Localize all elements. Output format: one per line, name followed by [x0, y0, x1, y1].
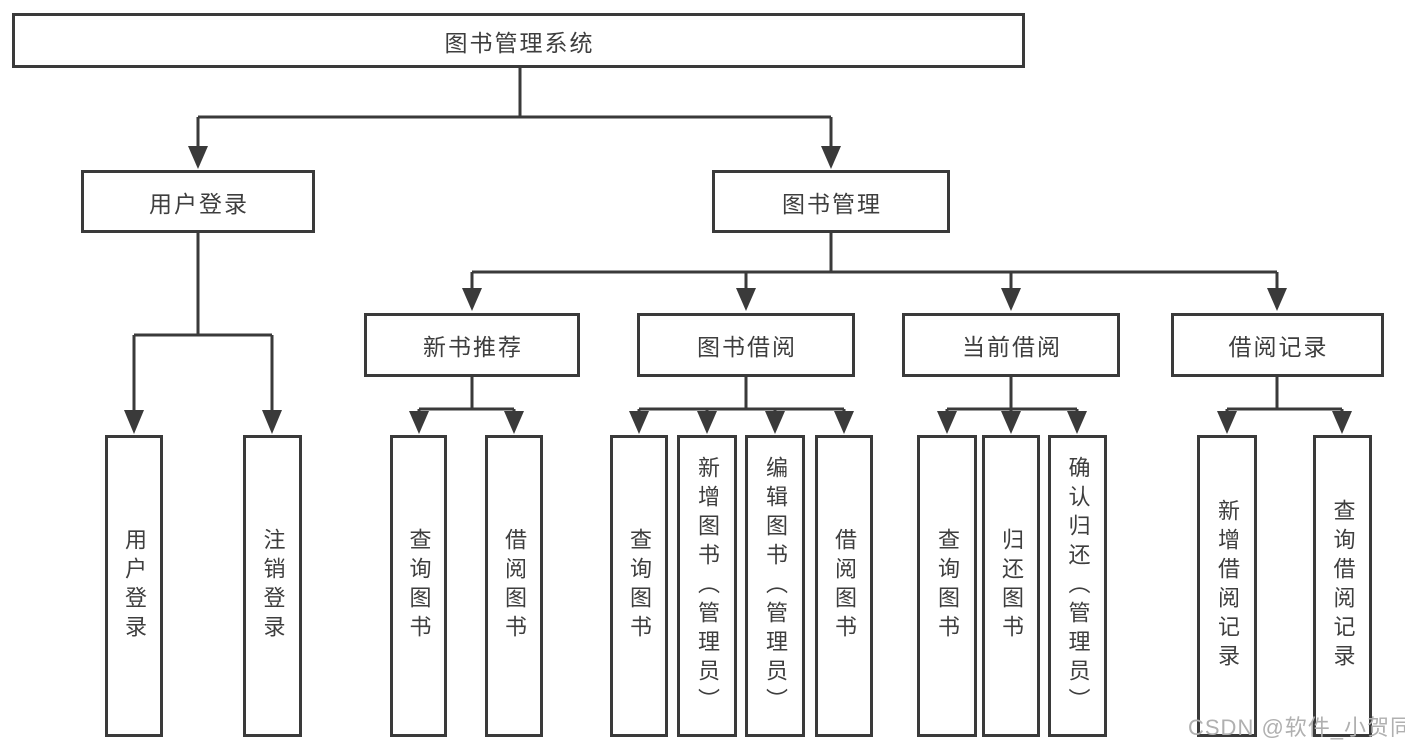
arrowhead-icon — [504, 411, 524, 434]
leaf-records-add-record: 新增借阅记录 — [1197, 435, 1257, 737]
leaf-logout: 注销登录 — [243, 435, 302, 737]
leaf-user-login: 用户登录 — [105, 435, 163, 737]
csdn-watermark: CSDN @软件_小贺同学 — [1188, 715, 1405, 740]
connector-records-to-leaves — [1225, 377, 1344, 412]
node-book-management: 图书管理 — [712, 170, 950, 233]
leaf-borrow-query-books: 查询图书 — [610, 435, 668, 737]
leaf-borrow-borrow-books: 借阅图书 — [815, 435, 873, 737]
arrowhead-icon — [834, 411, 854, 434]
connector-userlogin-to-leaves — [132, 233, 274, 411]
arrowhead-icon — [1217, 411, 1237, 434]
arrowhead-icon — [937, 411, 957, 434]
arrowhead-icon — [462, 288, 482, 311]
arrowhead-icon — [1001, 411, 1021, 434]
arrowhead-icon — [629, 411, 649, 434]
arrowhead-icon — [736, 288, 756, 311]
node-library-management-system: 图书管理系统 — [12, 13, 1025, 68]
arrowhead-icon — [1067, 411, 1087, 434]
node-book-borrowing: 图书借阅 — [637, 313, 855, 377]
leaf-recommend-query-books: 查询图书 — [390, 435, 447, 737]
arrowhead-icon — [1267, 288, 1287, 311]
arrowhead-icon — [1332, 411, 1352, 434]
arrowhead-icon — [409, 411, 429, 434]
connector-current-to-leaves — [945, 377, 1079, 412]
arrowhead-icon — [188, 146, 208, 169]
arrowhead-icon — [124, 410, 144, 434]
node-current-borrowing: 当前借阅 — [902, 313, 1120, 377]
arrowhead-icon — [1001, 288, 1021, 311]
node-borrowing-records: 借阅记录 — [1171, 313, 1384, 377]
leaf-recommend-borrow-books: 借阅图书 — [485, 435, 543, 737]
leaf-current-return-books: 归还图书 — [982, 435, 1040, 737]
leaf-current-confirm-return-admin: 确认归还（管理员） — [1048, 435, 1107, 737]
leaf-records-query-record: 查询借阅记录 — [1313, 435, 1372, 737]
node-new-book-recommend: 新书推荐 — [364, 313, 580, 377]
connector-bookmgmt-to-l2 — [470, 233, 1279, 289]
arrowhead-icon — [262, 410, 282, 434]
node-user-login: 用户登录 — [81, 170, 315, 233]
leaf-borrow-edit-books-admin: 编辑图书（管理员） — [745, 435, 805, 737]
leaf-current-query-books: 查询图书 — [917, 435, 977, 737]
connector-borrow-to-leaves — [637, 377, 846, 412]
arrowhead-icon — [697, 411, 717, 434]
connector-root-to-l1 — [196, 68, 833, 147]
leaf-borrow-add-books-admin: 新增图书（管理员） — [677, 435, 737, 737]
connector-recommend-to-leaves — [417, 377, 516, 412]
arrowhead-icon — [765, 411, 785, 434]
arrowhead-icon — [821, 146, 841, 169]
